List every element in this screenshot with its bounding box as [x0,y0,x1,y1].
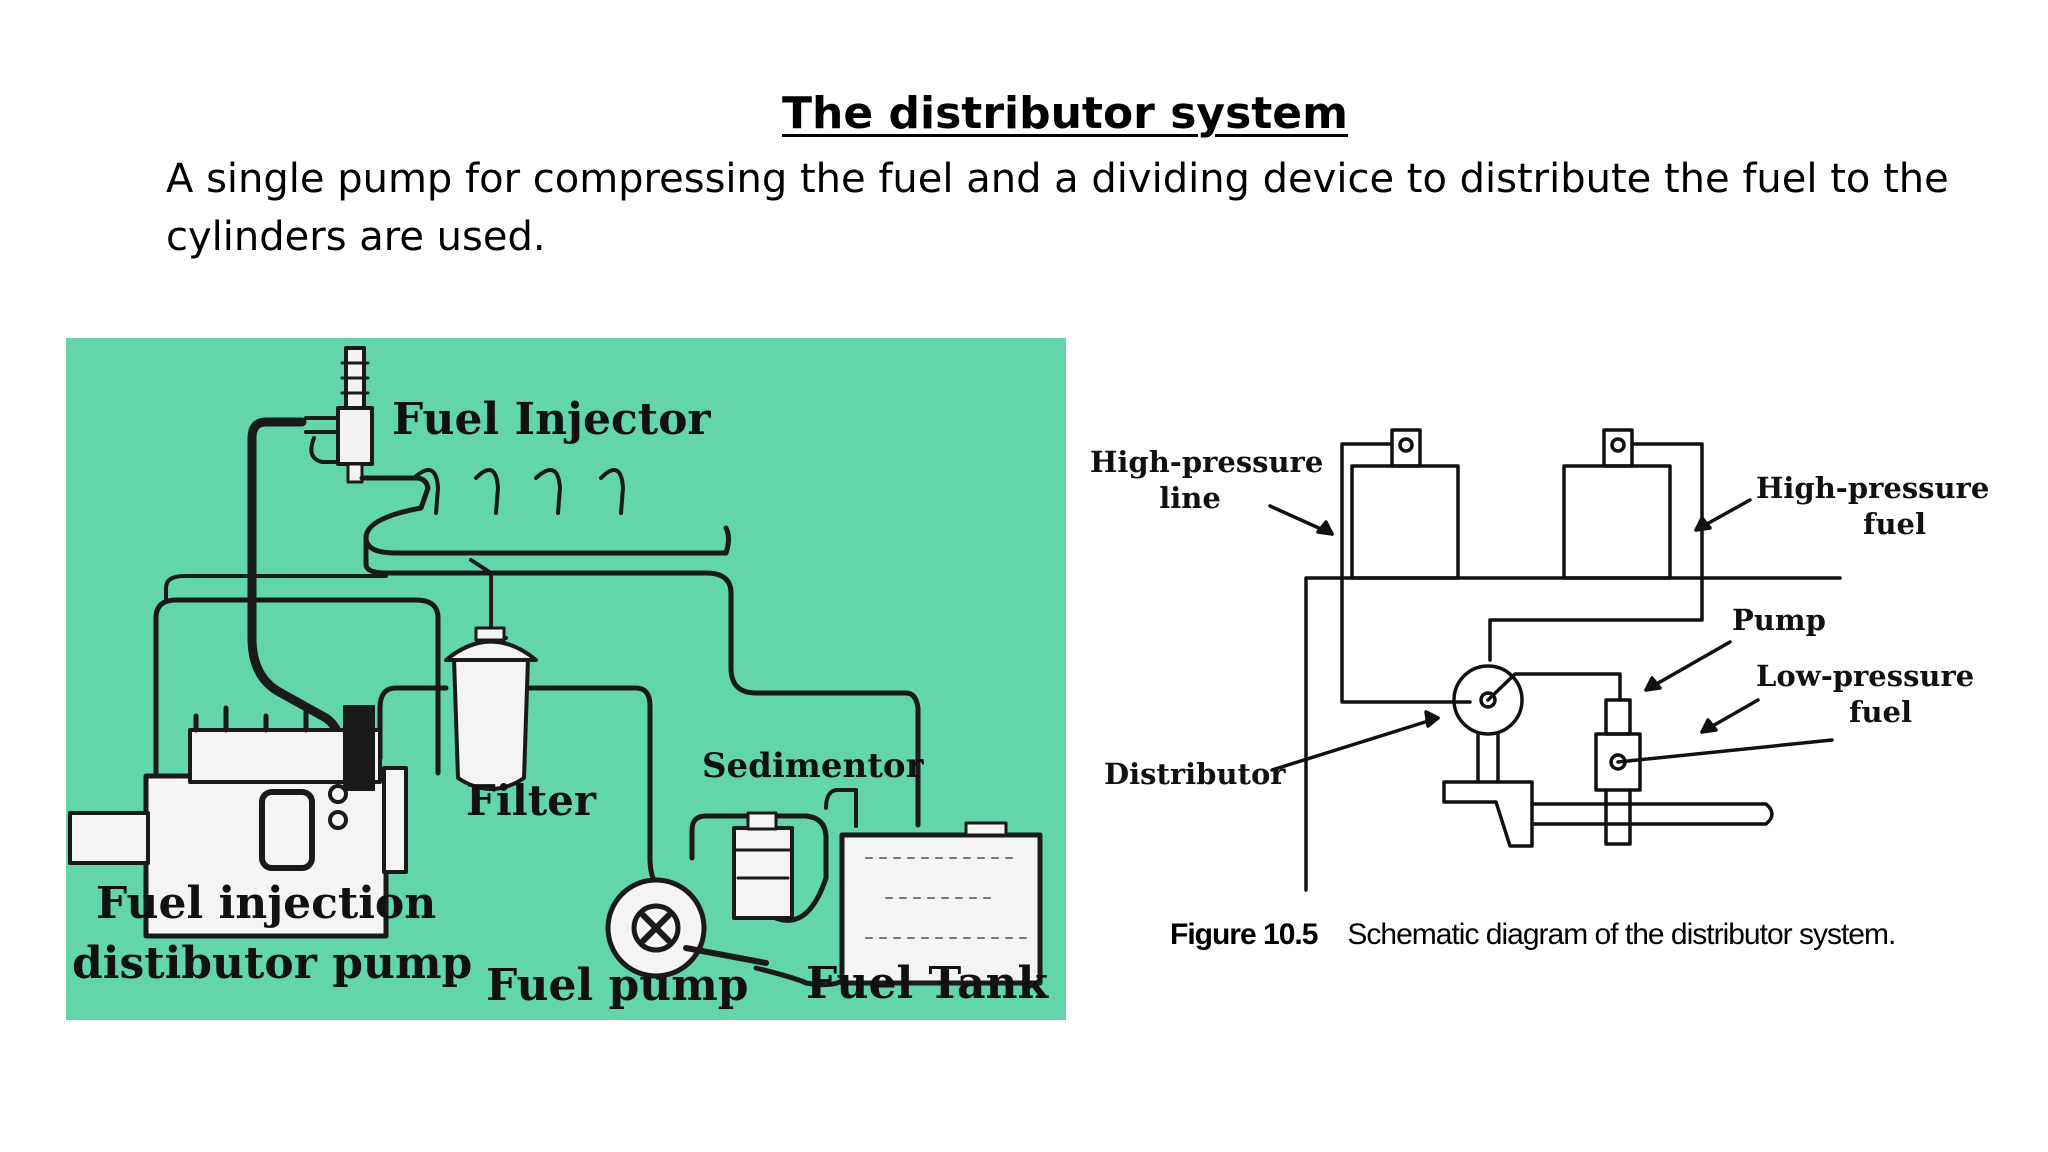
label-high-pressure-fuel: High-pressure fuel [1756,471,1990,541]
fuel-tank-body [839,832,1043,986]
caption-text: Schematic diagram of the distributor sys… [1347,918,1896,951]
label-fuel-tank: Fuel Tank [806,958,1048,1009]
distributor-rotor [1452,664,1524,736]
pump-plunger [1604,698,1632,736]
camshaft [1530,802,1774,826]
label-high-pressure-line: High-pressure line [1090,445,1324,515]
label-pump-line-2: distibutor pump [72,938,473,989]
slide-body: A single pump for compressing the fuel a… [166,156,1949,260]
label-distributor: Distributor [1104,757,1286,791]
fuel-system-drawing [68,346,1043,988]
label-pump: Pump [1732,603,1826,637]
pump-body [1594,732,1642,792]
cylinder-left [1350,464,1460,580]
label-sedimentor: Sedimentor [702,746,924,786]
figure-caption: Figure 10.5 Schematic diagram of the dist… [1170,918,1896,952]
low-pressure-line [1616,738,1834,764]
rail-line [359,475,731,556]
injector-body [336,406,374,466]
label-low-pressure-fuel: Low-pressure fuel [1756,659,1975,729]
label-filter: Filter [466,776,596,825]
distributor-schematic: High-pressure line High-pressure fuel Pu… [1090,410,2020,1010]
schematic-drawing [1268,428,1842,892]
injection-pump-body [143,773,389,939]
filter-body [452,656,530,791]
caption-number: Figure 10.5 [1170,918,1318,951]
fuel-system-illustration: Fuel Injector Sedimentor Filter Fuel inj… [66,338,1066,1020]
cylinder-right [1562,464,1672,580]
sedimentor-body [732,826,794,920]
label-pump-line-1: Fuel injection [96,878,437,929]
high-pressure-line-left [1340,442,1472,704]
engine-block-outline [1304,576,1842,892]
label-fuel-pump: Fuel pump [486,960,749,1011]
high-pressure-line-right [1488,442,1704,662]
injector-return-line [247,417,349,763]
label-fuel-injector: Fuel Injector [392,394,711,445]
slide-title: The distributor system [782,88,1348,139]
